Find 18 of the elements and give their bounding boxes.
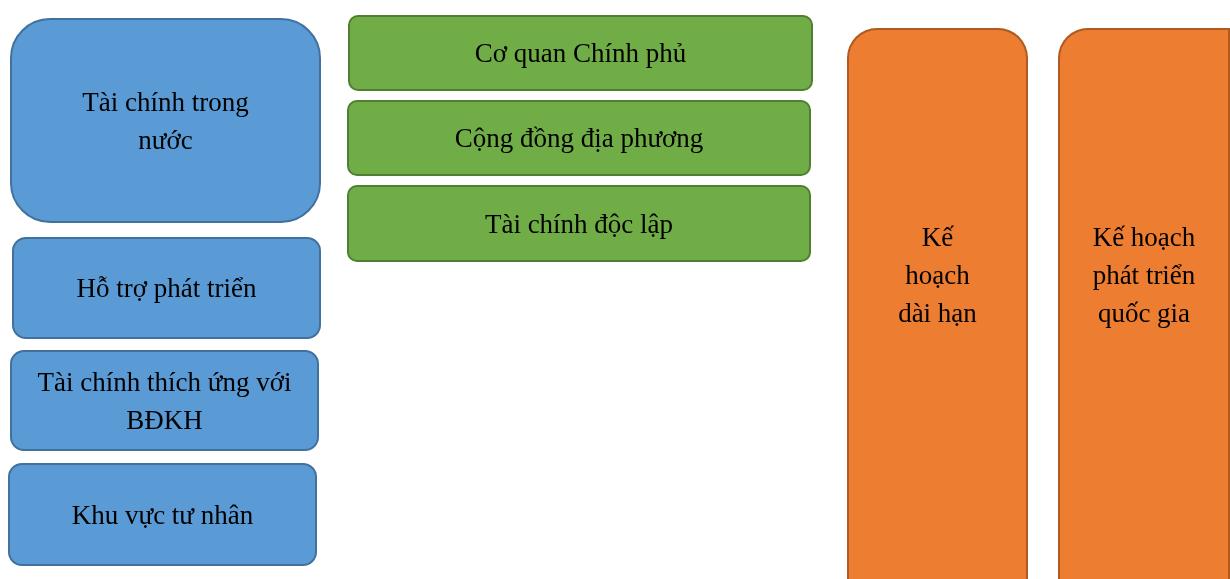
box-label: Khu vực tư nhân <box>71 498 254 532</box>
rounded-box <box>10 350 319 451</box>
box-label: Kế hoạch dài hạn <box>897 220 978 330</box>
rounded-box <box>348 15 813 91</box>
box-label: Tài chính thích ứng với BĐKH <box>36 365 293 437</box>
box-label: Hỗ trợ phát triển <box>76 272 257 305</box>
rounded-box <box>347 185 811 262</box>
rounded-box <box>347 100 811 176</box>
box-label: Tài chính trong nước <box>81 85 250 157</box>
box-label: Kế hoạch phát triển quốc gia <box>1091 220 1197 330</box>
rounded-box <box>8 463 317 566</box>
rounded-box <box>1058 28 1230 579</box>
box-label: Cộng đồng địa phương <box>454 122 704 155</box>
rounded-box <box>12 237 321 339</box>
rounded-box <box>847 28 1028 579</box>
rounded-box <box>10 18 321 223</box>
box-label: Cơ quan Chính phủ <box>474 37 687 70</box>
box-label: Tài chính độc lập <box>484 207 674 241</box>
